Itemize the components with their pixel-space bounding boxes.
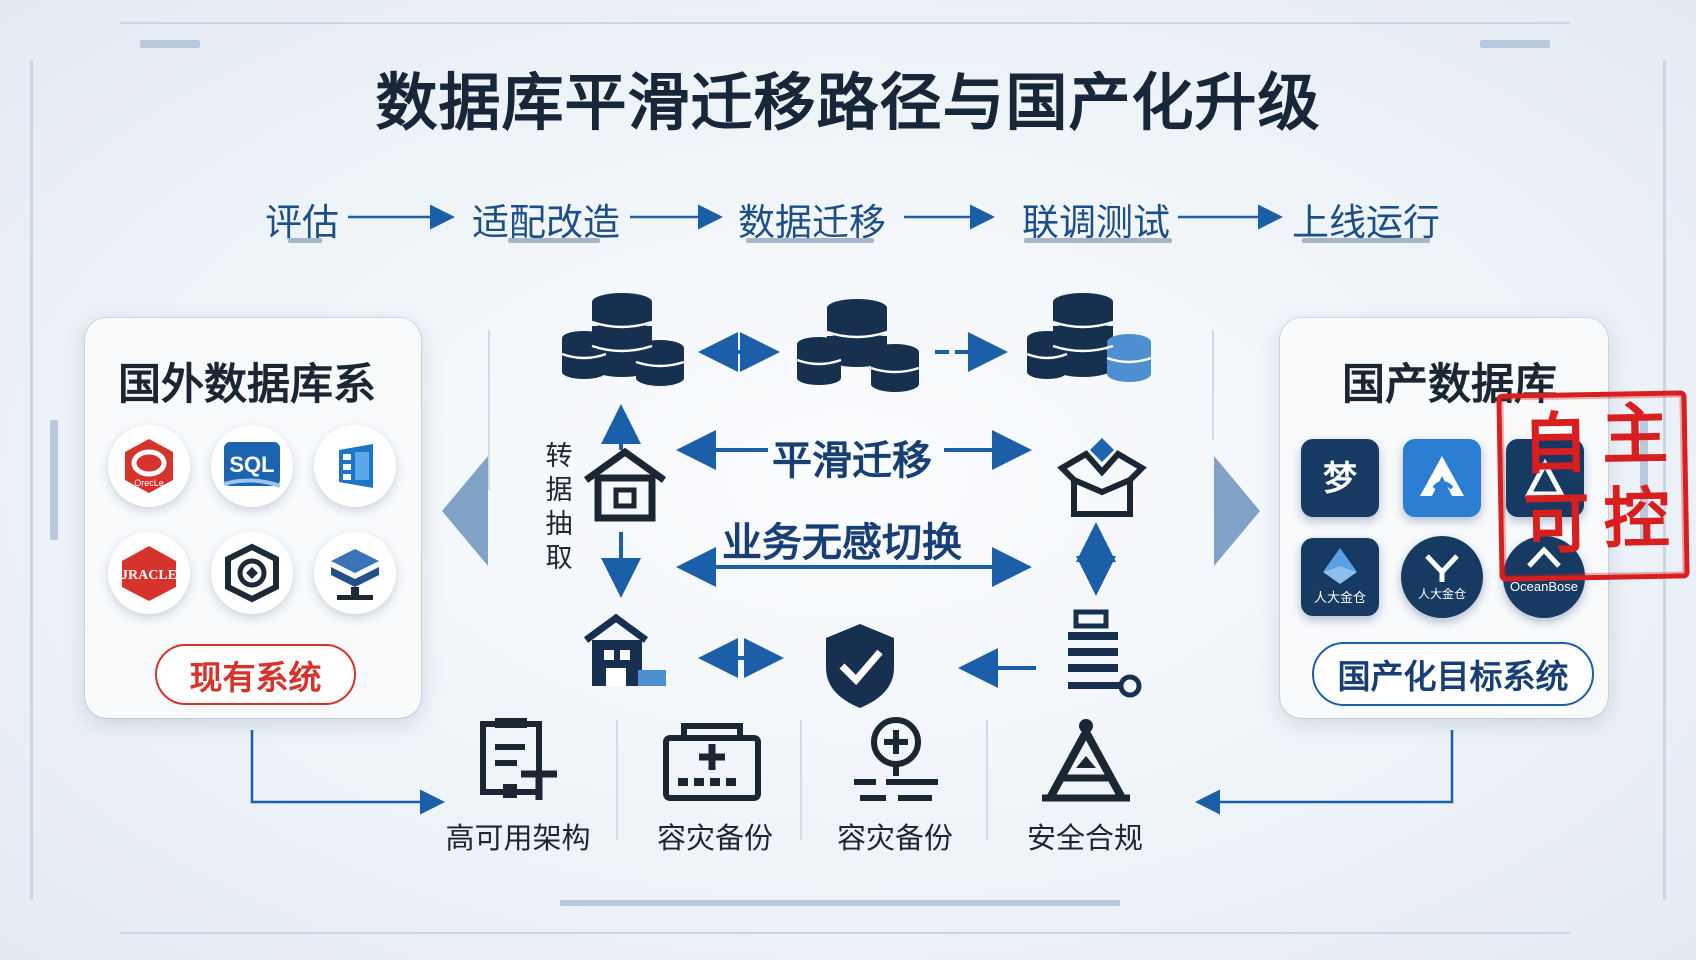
existing-system-pill: 现有系统: [155, 644, 356, 705]
smooth-migration-label: 平滑迁移: [772, 438, 932, 484]
oracle-red-logo-icon: JRACLE: [108, 532, 190, 614]
frame-bar: [140, 40, 200, 48]
oracle-logo-text: OrecLe: [134, 478, 164, 488]
disaster-recovery-icon: [663, 723, 761, 801]
sql-server-logo-icon: SQL: [211, 425, 293, 507]
data-extract-label: 转 据 抽 取: [541, 440, 577, 576]
kingbase-logo-icon: [1403, 439, 1481, 517]
frame-bar: [560, 900, 1120, 906]
left-chevron-icon: [442, 456, 488, 566]
extract-char: 抽: [545, 509, 573, 540]
step-caption-bar: [288, 238, 322, 243]
frame-right-line: [1663, 60, 1666, 900]
dameng-logo-icon: 梦: [1301, 439, 1379, 517]
shield-db-logo-icon: [211, 532, 293, 614]
feature-label: 安全合规: [1026, 821, 1143, 855]
server-list-icon: [1068, 609, 1142, 698]
frame-bottom-line: [120, 932, 1570, 934]
frame-bar: [50, 420, 58, 540]
feature-divider: [986, 720, 988, 840]
dameng-logo-text: 梦: [1323, 459, 1357, 499]
step-label: 上线运行: [1292, 201, 1440, 244]
extract-char: 取: [545, 543, 573, 574]
house-node-icon: [583, 447, 667, 522]
renda-jincang-logo-icon: 人大金仓: [1301, 538, 1379, 616]
feature-divider: [800, 720, 802, 840]
step-caption-bar: [1024, 238, 1172, 243]
open-box-icon: [1057, 438, 1147, 517]
renda-jincang-round-logo-icon: 人大金仓: [1401, 536, 1483, 618]
divider-line: [488, 330, 490, 490]
step-caption-bar: [508, 238, 600, 243]
frame-left-line: [30, 60, 33, 900]
right-chevron-icon: [1214, 456, 1260, 566]
oracle-red-logo-text: JRACLE: [121, 568, 177, 583]
step-caption-bar: [746, 238, 874, 243]
frame-bar: [1480, 40, 1550, 48]
windows-db-logo-icon: [314, 425, 396, 507]
step-label: 适配改造: [472, 201, 620, 244]
target-database-icon: [1026, 293, 1152, 382]
sql-logo-text: SQL: [229, 452, 274, 477]
frame-top-line: [120, 22, 1570, 24]
navy-db-logo-icon: [1506, 439, 1584, 517]
renda-logo-text: 人大金仓: [1314, 590, 1366, 606]
legacy-panel-title: 国外数据库系: [118, 360, 376, 410]
page-title: 数据库平滑迁移路径与国产化升级: [375, 66, 1321, 139]
step-caption-bar: [1302, 238, 1430, 243]
shield-check-icon: [826, 624, 894, 708]
oceanbase-logo-icon: OceanBose: [1503, 536, 1585, 618]
source-database-icon: [561, 293, 685, 386]
feature-label: 容灾备份: [836, 821, 953, 855]
oceanbase-logo-text: OceanBose: [1510, 579, 1578, 594]
seamless-switch-label: 业务无感切换: [722, 520, 962, 566]
step-label: 评估: [265, 201, 339, 244]
step-label: 数据迁移: [738, 201, 886, 244]
feature-divider: [616, 720, 618, 840]
renda-round-logo-text: 人大金仓: [1418, 586, 1466, 601]
target-system-pill: 国产化目标系统: [1312, 642, 1594, 706]
feature-label: 容灾备份: [656, 821, 773, 855]
security-compliance-icon: [1042, 719, 1130, 802]
layered-db-logo-icon: [314, 532, 396, 614]
oracle-logo-icon: OrecLe: [108, 425, 190, 507]
feature-label: 高可用架构: [445, 821, 591, 855]
domestic-panel-title: 国产数据库: [1342, 360, 1557, 410]
high-availability-icon: [480, 718, 557, 800]
frame-bar: [1640, 420, 1648, 540]
extract-char: 转: [545, 441, 573, 472]
step-label: 联调测试: [1022, 201, 1170, 244]
divider-line: [1212, 330, 1214, 440]
extract-char: 据: [545, 475, 573, 506]
backup-locate-icon: [854, 717, 938, 801]
building-node-icon: [583, 613, 666, 686]
transfer-database-icon: [796, 299, 920, 392]
